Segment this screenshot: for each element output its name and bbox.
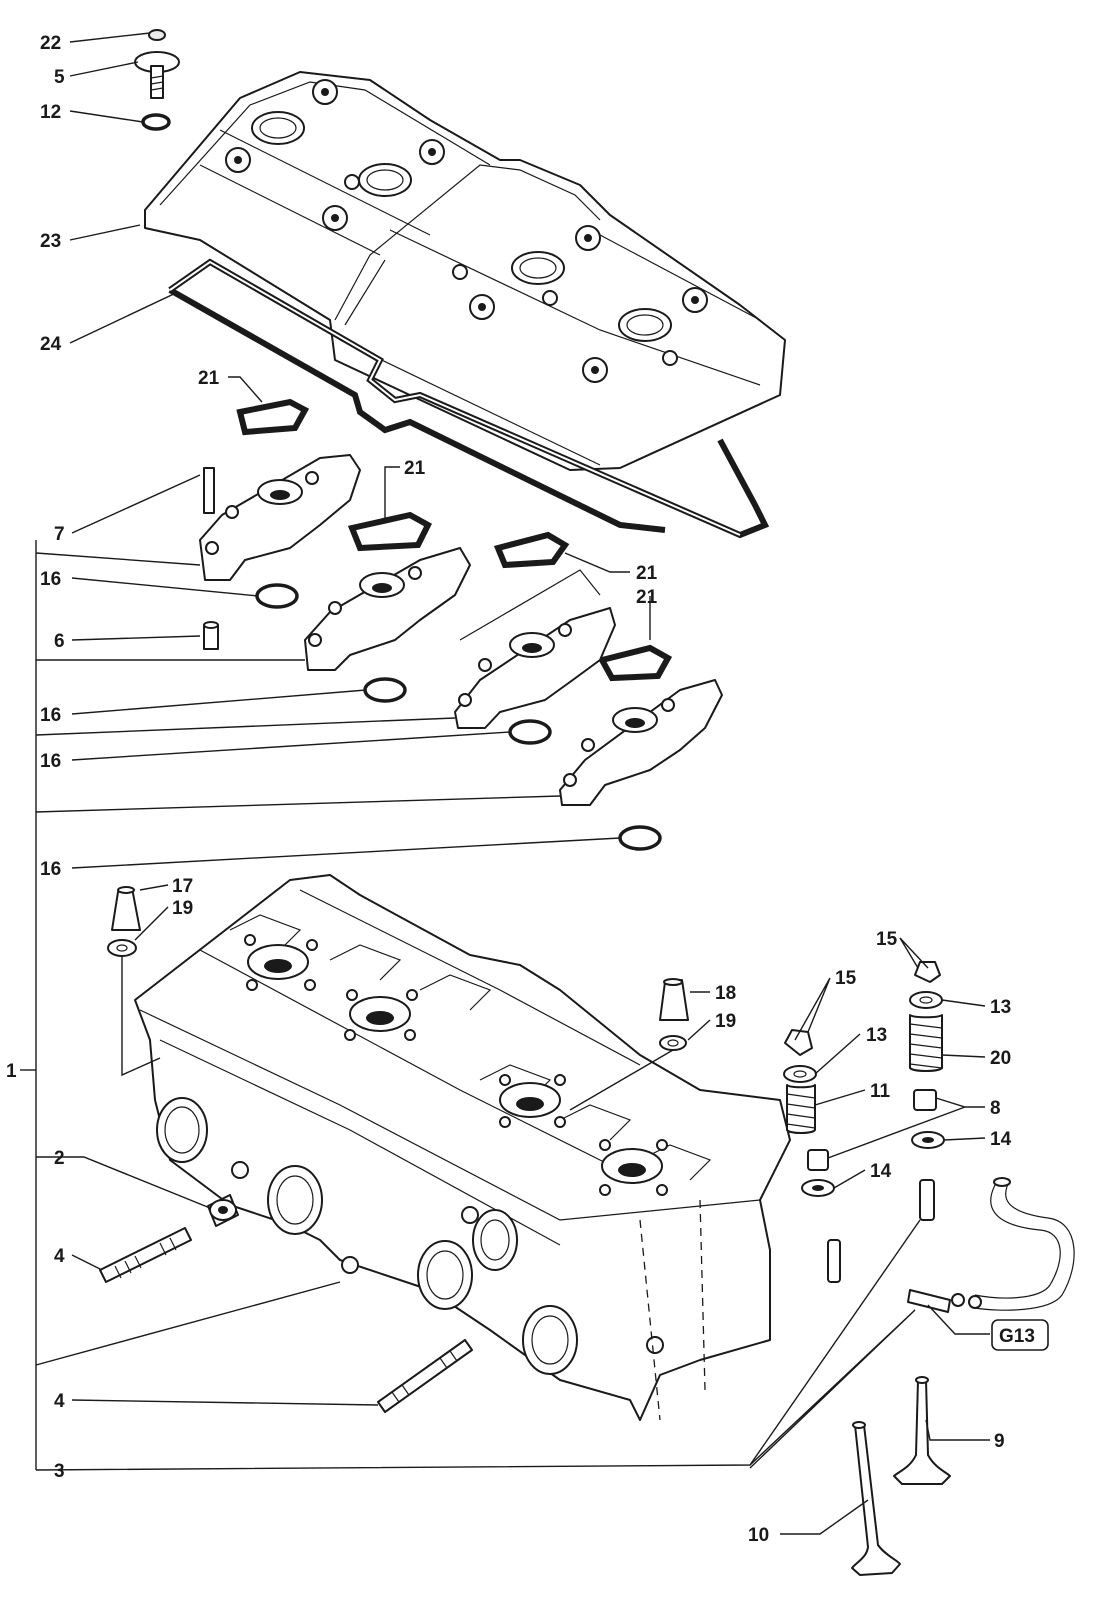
callout-10: 10: [748, 1525, 769, 1546]
leader-lines: [20, 32, 990, 1535]
callout-18: 18: [715, 983, 736, 1004]
callout-20: 20: [990, 1048, 1011, 1069]
callout-13: 13: [866, 1025, 887, 1046]
callout-21: 21: [636, 563, 658, 584]
camshaft-holders: [199, 454, 723, 806]
callout-21: 21: [198, 368, 220, 389]
cover-bolt-assembly: [134, 29, 180, 131]
callout-6: 6: [54, 631, 65, 652]
valve-train: [783, 961, 1075, 1576]
callout-19: 19: [172, 898, 193, 919]
callout-22: 22: [40, 33, 61, 54]
callout-3: 3: [54, 1461, 65, 1482]
callout-17: 17: [172, 876, 193, 897]
callout-12: 12: [40, 102, 61, 123]
callout-2: 2: [54, 1148, 65, 1169]
callout-5: 5: [54, 67, 65, 88]
callout-labels: 22 5 12 23 24 21 21 21 21 7 16 6 16 16 1…: [6, 33, 1035, 1546]
callout-14: 14: [990, 1129, 1012, 1150]
callout-g13: G13: [999, 1326, 1035, 1347]
callout-9: 9: [994, 1431, 1005, 1452]
callout-16: 16: [40, 569, 61, 590]
callout-24: 24: [40, 334, 62, 355]
callout-23: 23: [40, 231, 61, 252]
callout-21: 21: [636, 587, 658, 608]
callout-19: 19: [715, 1011, 736, 1032]
g13-box: [991, 1319, 1049, 1351]
callout-8: 8: [990, 1098, 1001, 1119]
callout-1: 1: [6, 1061, 17, 1082]
callout-7: 7: [54, 524, 65, 545]
callout-14: 14: [870, 1161, 892, 1182]
callout-15: 15: [835, 968, 857, 989]
studs: [99, 1194, 473, 1413]
callout-16: 16: [40, 751, 61, 772]
callout-16: 16: [40, 859, 61, 880]
callout-16: 16: [40, 705, 61, 726]
callout-11: 11: [870, 1081, 891, 1102]
callout-13: 13: [990, 997, 1011, 1018]
callout-4: 4: [54, 1391, 65, 1412]
caps-and-washers: [107, 886, 689, 1051]
callout-15: 15: [876, 929, 898, 950]
valve-cover: [144, 71, 786, 471]
plate-gaskets: [236, 398, 673, 682]
cylinder-head: [134, 874, 791, 1421]
callout-21: 21: [404, 458, 426, 479]
valve-cover-gasket: [168, 258, 770, 539]
callout-4: 4: [54, 1246, 65, 1267]
